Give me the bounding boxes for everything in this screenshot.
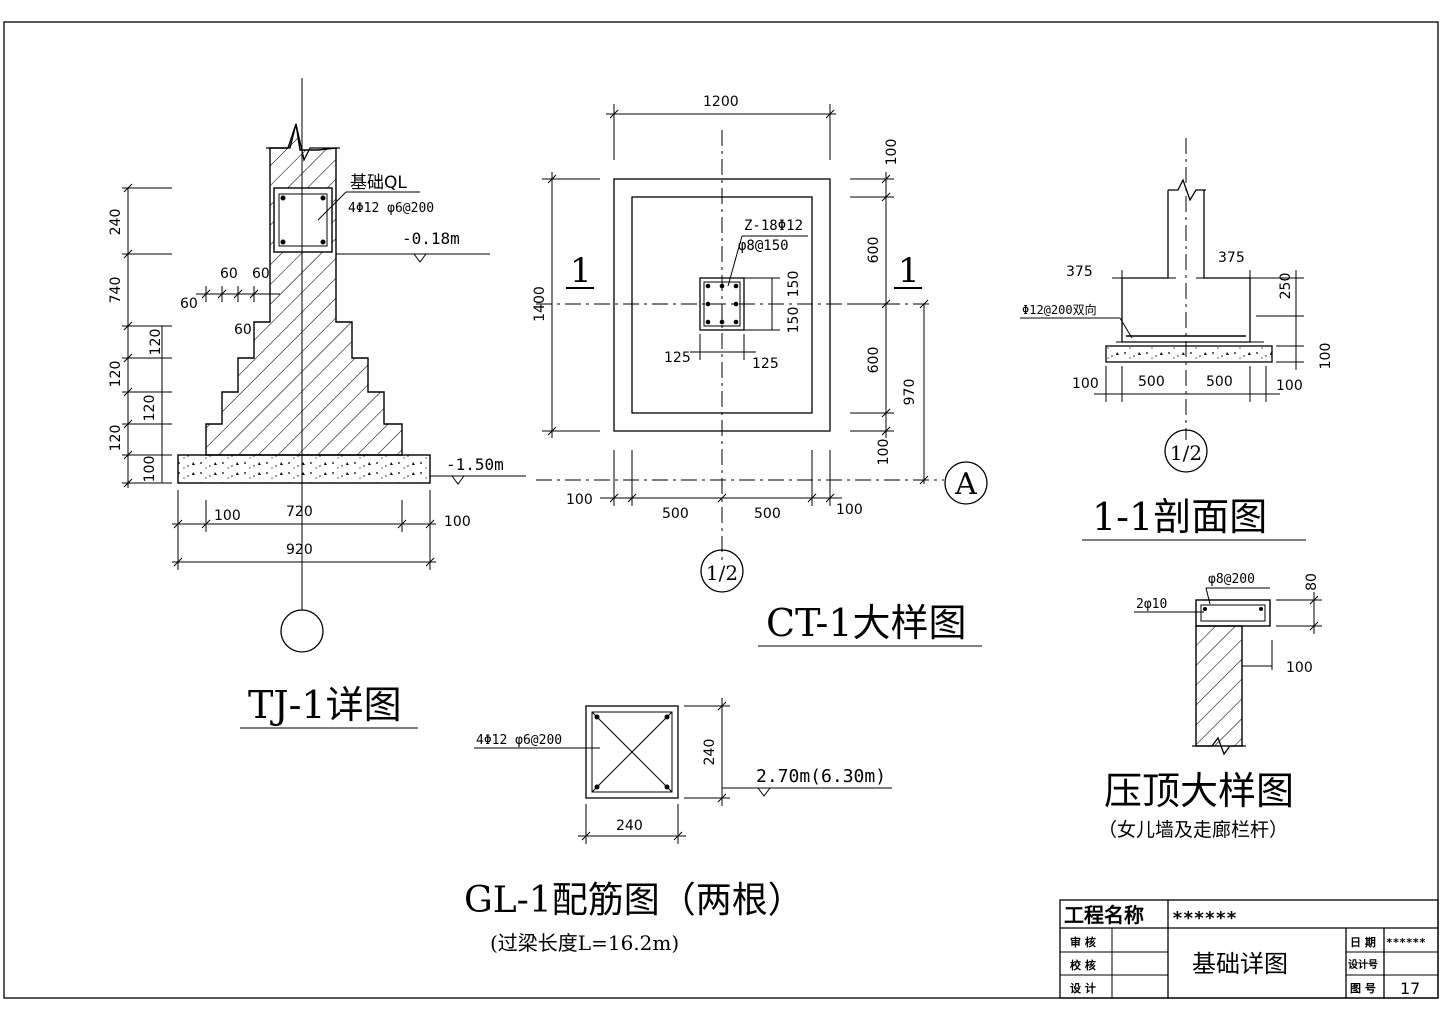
section-axis-bubble (1164, 429, 1208, 473)
tj1-title: TJ-1详图 (248, 683, 402, 727)
coping-stirrup-label: φ8@200 (1208, 572, 1255, 587)
gl1-dim-240-horizontal: 240 (616, 818, 643, 834)
tj1-dim-120-a: 120 (108, 361, 124, 388)
title-block-design: 设 计 (1070, 981, 1096, 995)
gl1-subtitle: (过梁长度L=16.2m) (490, 931, 679, 955)
section-1-1: Φ12@200双向 375 375 250 100 100 500 500 10… (1020, 138, 1334, 541)
ct1-dim-100-top: 100 (884, 139, 900, 166)
title-block-check: 校 核 (1070, 958, 1096, 972)
section-axis-label: 1/2 (1170, 441, 1202, 465)
section-concrete-pad (1105, 345, 1273, 363)
ct1-dim-125-right: 125 (752, 356, 779, 372)
section-dim-100-right-bottom: 100 (1276, 378, 1303, 394)
ct1-dim-1200: 1200 (703, 94, 739, 110)
coping-detail: φ8@200 2φ10 80 100 压顶大样图 （女儿墙及走廊栏杆） (1098, 572, 1322, 841)
tj1-step-60-a: 60 (220, 266, 238, 282)
tj1-dim-740: 740 (108, 277, 124, 304)
title-block-review: 审 核 (1070, 935, 1096, 949)
tj1-dim-100-left: 100 (214, 508, 241, 524)
section-dim-100-right: 100 (1318, 343, 1334, 370)
ct1-dim-500-left: 500 (662, 506, 689, 522)
tj1-dim-100: 100 (142, 456, 158, 483)
ct1-grid-bubble-a (944, 461, 988, 505)
ct1-dim-500-right: 500 (754, 506, 781, 522)
ct1-section-mark-right: 1 (898, 251, 920, 291)
title-block-drawing-name: 基础详图 (1192, 950, 1288, 978)
tj1-elev-top: -0.18m (402, 229, 460, 248)
tj1-dim-920: 920 (286, 542, 313, 558)
section-dim-100-left: 100 (1072, 376, 1099, 392)
ct1-title: CT-1大样图 (766, 601, 967, 645)
tj1-dim-100-right: 100 (444, 514, 471, 530)
section-dim-500-left: 500 (1138, 374, 1165, 390)
title-block-date-label: 日 期 (1350, 935, 1376, 949)
ct1-dim-1400: 1400 (532, 286, 548, 322)
ct1-axis-label: 1/2 (706, 561, 738, 585)
title-block-sheet-label: 图 号 (1350, 982, 1376, 995)
coping-title: 压顶大样图 (1104, 769, 1294, 813)
coping-beam (1195, 599, 1271, 627)
tj1-ql-rebar: 4Φ12 φ6@200 (348, 201, 434, 216)
ct1-dim-100-bottom-left: 100 (566, 492, 593, 508)
gl1-detail: 4Φ12 φ6@200 240 2.70m(6.30m) 240 GL-1配筋图… (464, 698, 892, 955)
ct1-dim-125-left: 125 (664, 350, 691, 366)
sheet-border (3, 21, 1439, 999)
coping-main-rebar-label: 2φ10 (1136, 597, 1167, 612)
tj1-ql-stirrup (278, 193, 328, 247)
ct1-col-rebar: 8Φ12 (769, 218, 803, 234)
ct1-detail: 1 1 Z-18Φ12 φ8@150 1200 1400 100 (532, 94, 988, 647)
tj1-concrete-pad (177, 454, 431, 484)
ct1-grid-a-label: A (954, 467, 977, 502)
title-block-sheet-value: 17 (1400, 979, 1420, 998)
section-title: 1-1剖面图 (1092, 495, 1267, 539)
tj1-step-60-c: 60 (180, 296, 198, 312)
title-block-date-value: ****** (1386, 936, 1426, 949)
coping-dim-80: 80 (1304, 573, 1320, 591)
ct1-dim-150-bottom: 150 (786, 307, 802, 334)
section-dim-500-right: 500 (1206, 374, 1233, 390)
title-block-project-value: ****** (1172, 908, 1237, 929)
ct1-dim-970: 970 (902, 379, 918, 406)
section-rebar-label: Φ12@200双向 (1022, 302, 1097, 317)
coping-wall (1195, 625, 1243, 747)
ct1-section-mark-left: 1 (570, 251, 592, 291)
tj1-elev-bottom: -1.50m (446, 455, 504, 474)
gl1-dim-240-vertical: 240 (702, 739, 718, 766)
ct1-dim-600-top: 600 (866, 237, 882, 264)
tj1-dim-240: 240 (108, 209, 124, 236)
tj1-step-60-b: 60 (252, 266, 270, 282)
ct1-dim-100-bottom-right: 100 (836, 502, 863, 518)
ct1-dim-600-bottom: 600 (866, 347, 882, 374)
section-dim-375-left: 375 (1066, 264, 1093, 280)
ct1-axis-bubble (700, 549, 744, 593)
section-dim-250: 250 (1278, 273, 1294, 300)
gl1-beam (585, 705, 679, 799)
tj1-step-60-d: 60 (234, 322, 252, 338)
gl1-title: GL-1配筋图（两根） (464, 880, 804, 921)
coping-subtitle: （女儿墙及走廊栏杆） (1098, 819, 1288, 841)
tj1-dim-120-b: 120 (108, 425, 124, 452)
title-block: 工程名称 ****** 审 核 校 核 设 计 基础详图 日 期 ****** … (1059, 899, 1439, 999)
gl1-rebar-label: 4Φ12 φ6@200 (476, 733, 562, 748)
ct1-col-id: Z-1 (744, 218, 769, 234)
tj1-dim-120-c: 120 (148, 329, 164, 356)
gl1-elevation: 2.70m(6.30m) (756, 766, 886, 787)
ct1-dim-100-bottom: 100 (876, 439, 892, 466)
title-block-design-no-label: 设计号 (1348, 958, 1378, 971)
ct1-dim-150-top: 150 (786, 271, 802, 298)
tj1-wall-footing (205, 123, 403, 456)
section-dim-375-right: 375 (1218, 250, 1245, 266)
tj1-axis-bubble (280, 609, 324, 653)
ct1-column-stirrup: φ8@150 (738, 238, 789, 254)
tj1-dim-120-d: 120 (142, 395, 158, 422)
tj1-ql-label: 基础QL (350, 173, 407, 193)
coping-dim-100: 100 (1286, 660, 1313, 676)
ct1-column-label: Z-18Φ12 (744, 218, 803, 234)
tj1-dim-720: 720 (286, 504, 313, 520)
tj1-break-line (266, 123, 340, 162)
title-block-project-label: 工程名称 (1064, 903, 1144, 927)
tj1-detail: 基础QL 4Φ12 φ6@200 -0.18m -1.50m 240 740 1… (108, 78, 526, 729)
